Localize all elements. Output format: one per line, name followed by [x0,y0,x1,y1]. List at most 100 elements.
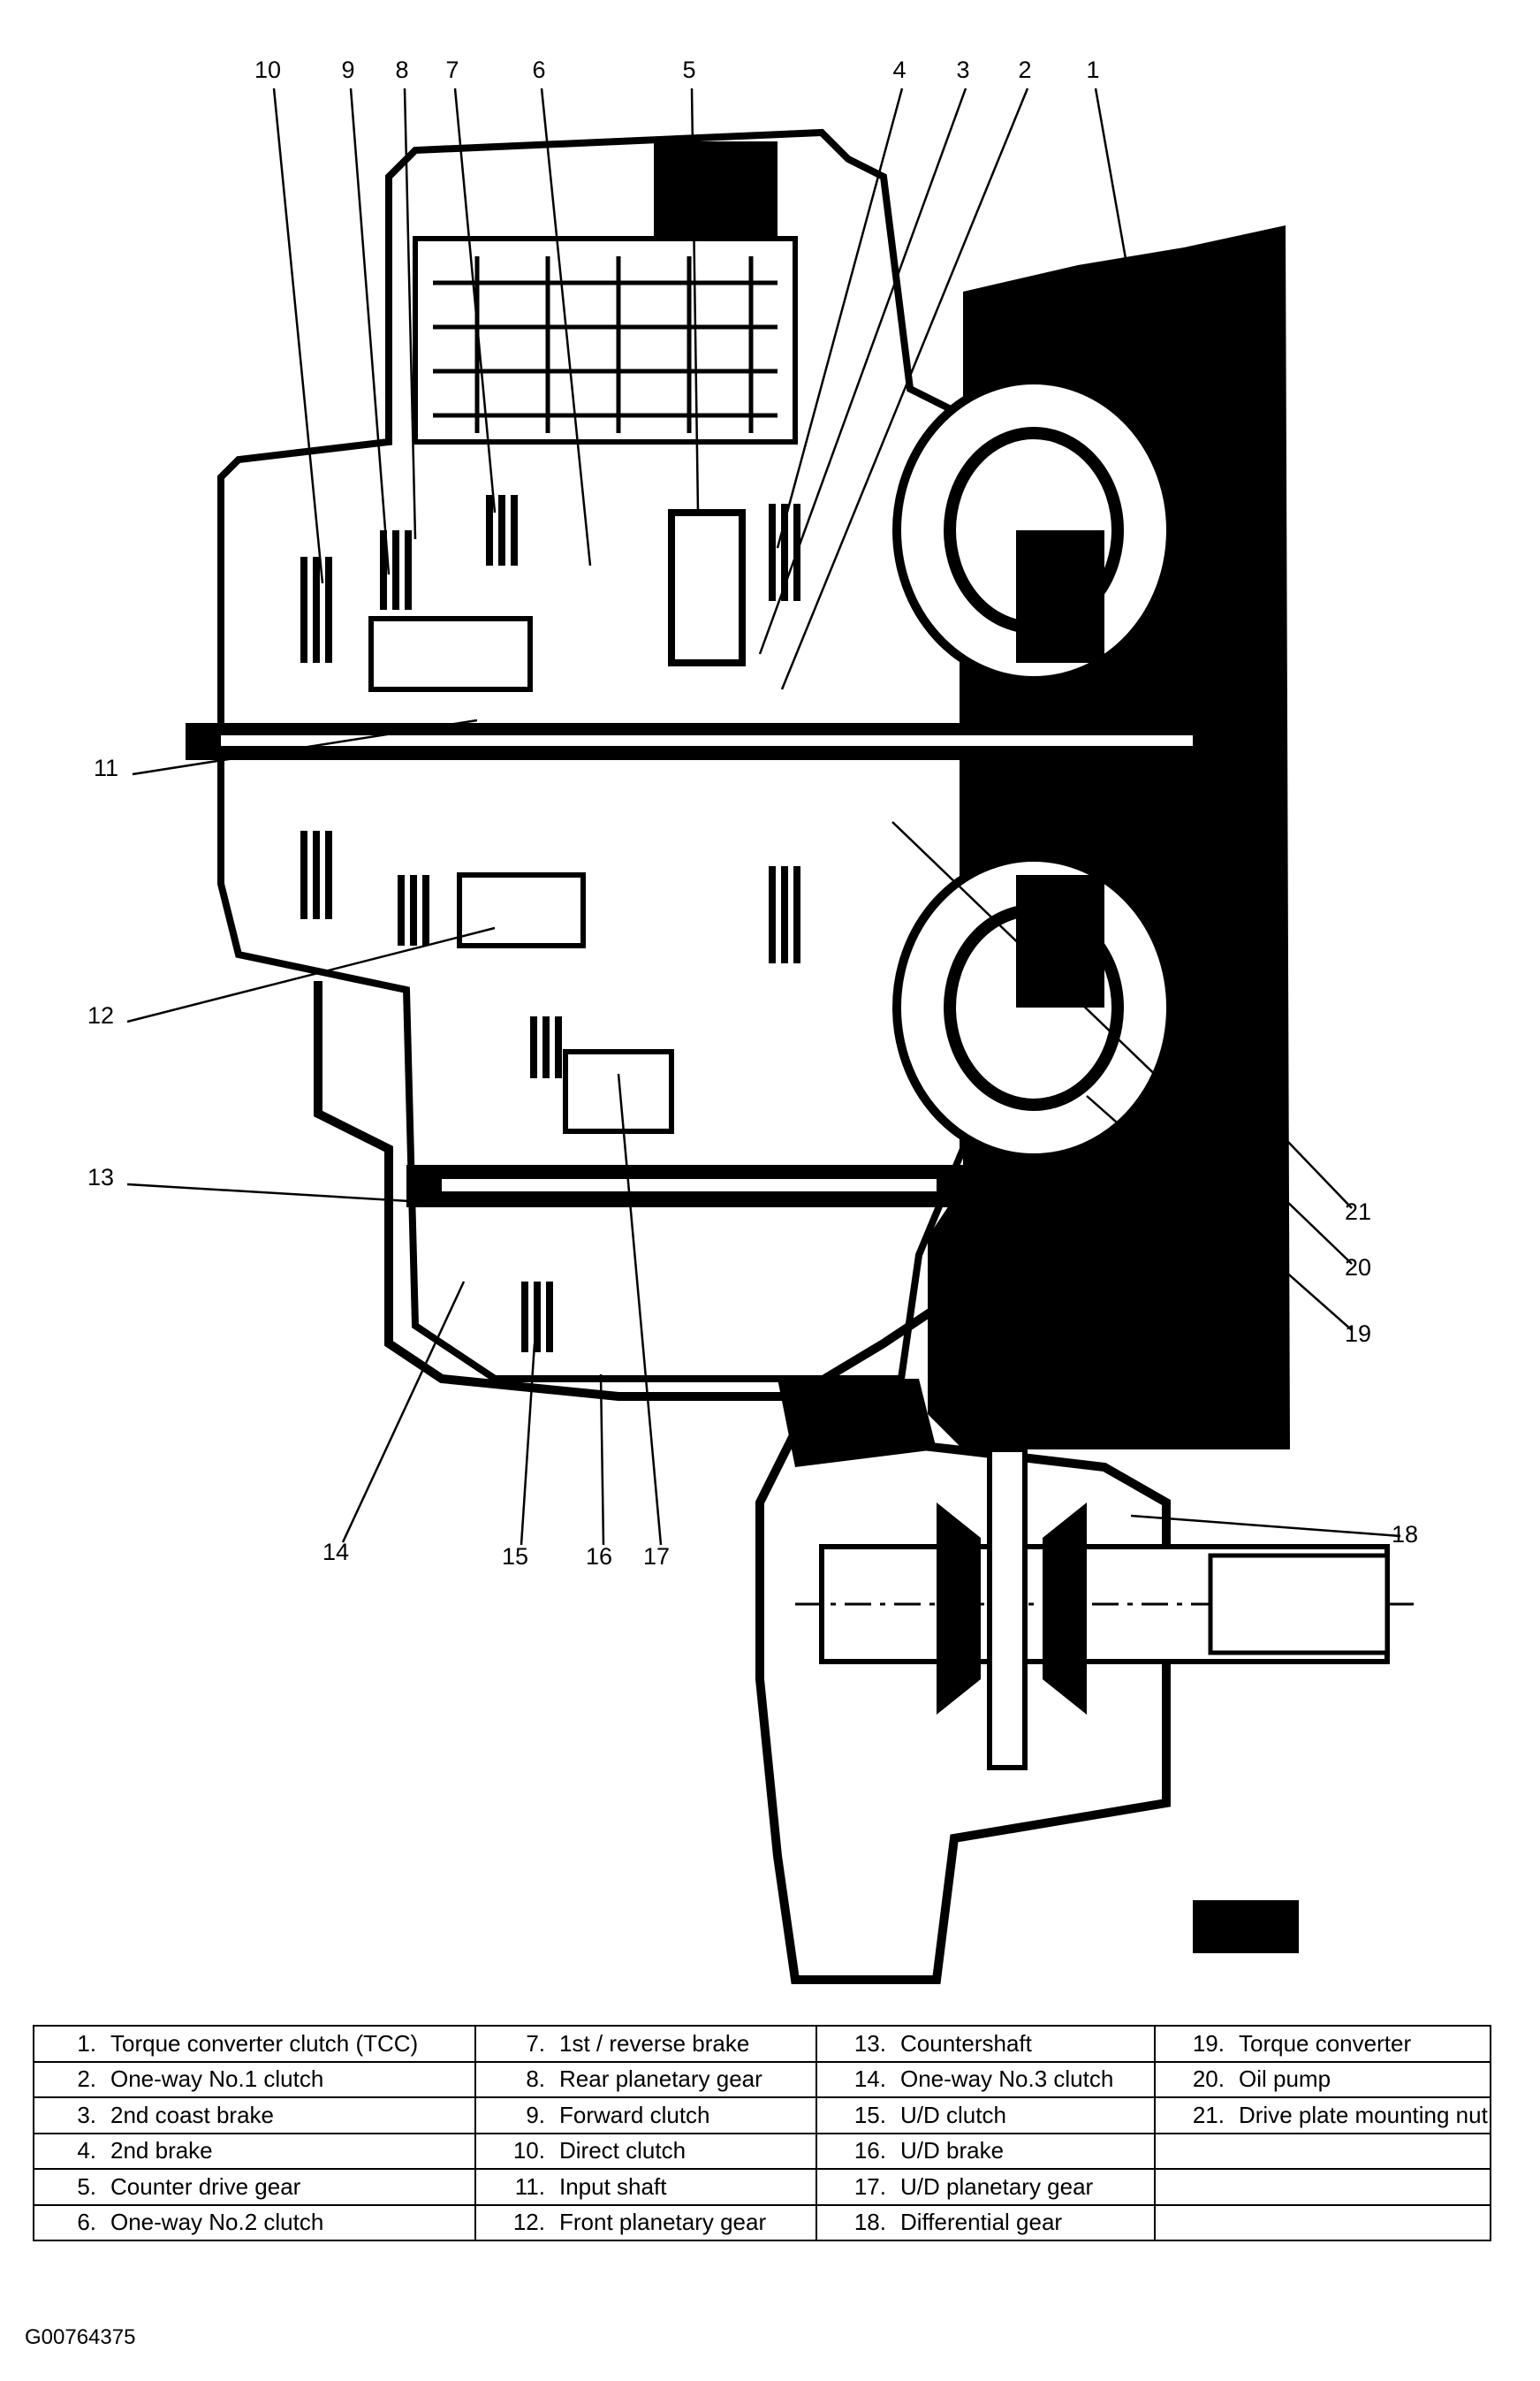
callout-leader-20 [891,821,1353,1265]
legend-item-label: 2nd brake [110,2137,213,2164]
legend-item-number: 18. [853,2209,886,2236]
legend-cell: 21.Drive plate mounting nut [1154,2096,1491,2134]
callout-leader-19 [1086,1095,1353,1331]
legend-item-label: One-way No.2 clutch [110,2209,324,2236]
callout-number-8: 8 [395,57,408,83]
side-gear-left [937,1502,981,1715]
callout-leader-12 [126,926,496,1023]
legend-item-label: U/D clutch [900,2101,1006,2128]
input-shaft-bore [221,735,1193,746]
callout-number-11: 11 [94,755,118,781]
legend-row: 5. Counter drive gear 11. Input shaft 17. U/D… [33,2168,1491,2206]
legend-cell: 15. U/D clutch [816,2096,1156,2134]
legend-cell: 11. Input shaft [474,2168,817,2206]
legend-item-number: 9. [526,2101,545,2128]
callout-number-19: 19 [1345,1320,1371,1347]
callout-leader-4 [776,87,904,549]
legend-cell: 13. Countershaft [816,2025,1156,2063]
callout-number-14: 14 [322,1539,349,1565]
legend-item-number: 7. [526,2029,545,2057]
legend-cell: 16. U/D brake [816,2132,1156,2170]
legend-cell: 12.Front planetary gear [474,2203,817,2241]
countershaft-case [314,981,939,1401]
clutch-packs-lower [300,831,800,963]
callout-number-10: 10 [254,57,281,83]
legend-item-label: One-way No.1 clutch [110,2065,324,2093]
legend-cell: 4. 2nd brake [33,2132,476,2170]
callout-leader-21 [1201,1051,1353,1209]
legend-item-label: Countershaft [900,2029,1032,2057]
callout-number-3: 3 [956,57,969,83]
legend-item-label: U/D planetary gear [900,2172,1094,2200]
differential-case [755,1426,1171,1984]
legend-item-label: Differential gear [900,2209,1063,2236]
legend-cell [1154,2203,1491,2241]
counter-drive-gear [668,509,746,666]
legend-row: 6. One-way No.2 clutch 12.Front planetary … [33,2203,1491,2241]
legend-cell: 8.Rear planetary gear [474,2060,817,2098]
callout-number-20: 20 [1345,1254,1371,1281]
callout-leader-15 [520,1343,536,1546]
legend-cell: 20.Oil pump [1154,2060,1491,2098]
callout-leader-6 [540,87,592,567]
callout-leader-13 [126,1183,425,1204]
legend-cell: 7. 1st / reverse brake [474,2025,817,2063]
callout-number-2: 2 [1018,57,1031,83]
callout-number-13: 13 [87,1164,114,1190]
turbine-hub-lower [1016,875,1104,1008]
legend-cell [1154,2132,1491,2170]
callout-number-4: 4 [892,57,906,83]
legend-item-label: Direct clutch [559,2137,687,2164]
legend-item-label: One-way No.3 clutch [900,2065,1114,2093]
callout-leader-5 [690,87,700,513]
callout-leader-16 [599,1373,605,1546]
countershaft-bore [442,1179,937,1191]
legend-item-label: 2nd coast brake [110,2101,275,2128]
callout-leader-7 [453,87,497,513]
legend-item-number: 4. [77,2137,96,2164]
side-gear-right [1043,1502,1087,1715]
callout-number-1: 1 [1086,57,1099,83]
legend-row: 3. 2nd coast brake 9. Forward clutch 15. U/D … [33,2096,1491,2134]
legend-cell: 18. Differential gear [816,2203,1156,2241]
ud-clutch-pack [521,1016,562,1352]
legend-item-label: Forward clutch [559,2101,710,2128]
legend-item-number: 2. [77,2065,96,2093]
legend-cell: 6. One-way No.2 clutch [33,2203,476,2241]
callout-leader-11 [132,719,478,776]
legend-item-number: 15. [853,2101,886,2128]
legend-row: 2. One-way No.1 clutch 8.Rear planetary ge… [33,2060,1491,2098]
pinion-shaft [987,1447,1028,1770]
housing-lower-block [1193,1900,1299,1953]
legend-item-label: Input shaft [559,2172,667,2200]
legend-item-number: 19. [1192,2029,1225,2057]
legend-item-label: U/D brake [900,2137,1005,2164]
callout-number-5: 5 [682,57,695,83]
legend-item-label: Drive plate mounting nut [1239,2101,1488,2128]
legend-item-number: 11. [514,2172,545,2200]
legend-item-number: 14. [853,2065,886,2093]
legend-cell: 2. One-way No.1 clutch [33,2060,476,2098]
legend-item-number: 13. [853,2029,886,2057]
legend-item-label: 1st / reverse brake [559,2029,750,2057]
ud-planetary [563,1049,674,1134]
legend-cell: 14. One-way No.3 clutch [816,2060,1156,2098]
legend-item-number: 3. [77,2101,96,2128]
callout-number-6: 6 [532,57,545,83]
legend-item-label: Torque converter clutch (TCC) [110,2029,419,2057]
parts-legend-table: 1.Torque converter clutch (TCC)7.1st / r… [33,2025,1491,2241]
callout-number-15: 15 [502,1543,528,1570]
legend-item-number: 20. [1192,2065,1225,2093]
legend-item-number: 6. [77,2209,96,2236]
legend-item-number: 5. [77,2172,96,2200]
callout-number-9: 9 [341,57,354,83]
front-planetary [457,872,586,948]
legend-item-number: 17. [853,2172,886,2200]
legend-row: 1.Torque converter clutch (TCC)7.1st / r… [33,2025,1491,2063]
solenoid-block [654,141,778,239]
legend-item-label: Counter drive gear [110,2172,301,2200]
callout-leader-10 [272,87,324,584]
legend-item-number: 16. [853,2137,886,2164]
callout-number-18: 18 [1392,1521,1418,1548]
